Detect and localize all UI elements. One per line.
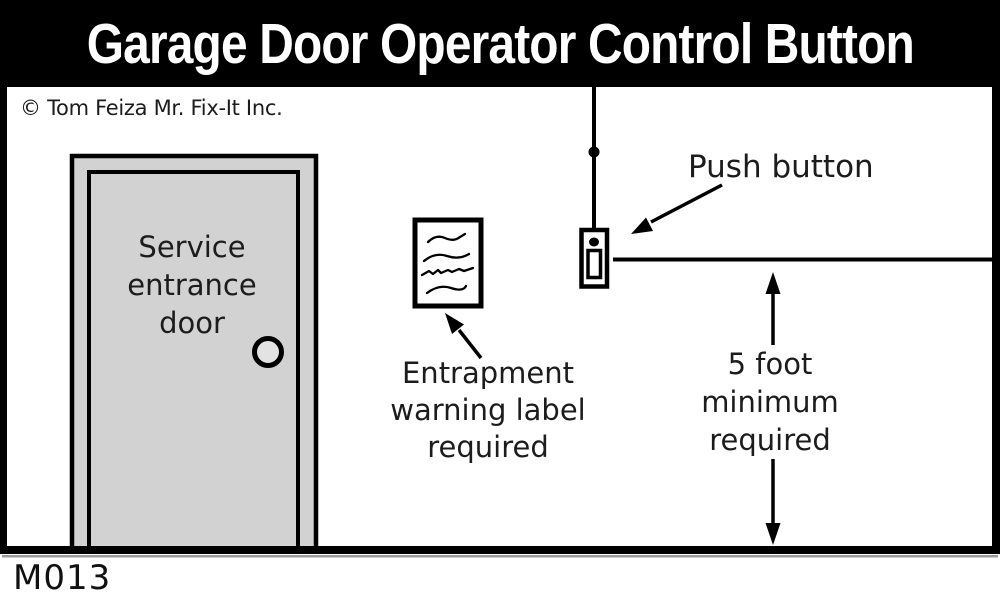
push-button-arrow	[631, 183, 723, 234]
service-door-label: Service entrance door	[92, 228, 292, 342]
service-door-label-line2: entrance	[127, 268, 257, 302]
entrapment-warning-label: Entrapment warning label required	[368, 355, 608, 466]
push-button-switch	[586, 248, 603, 280]
wire-junction-dot	[588, 146, 600, 158]
service-door-label-line3: door	[159, 306, 225, 340]
clearance-label: 5 foot minimum required	[670, 345, 870, 459]
diagram-frame	[0, 80, 1000, 558]
clearance-label-line1: 5 foot	[727, 347, 813, 381]
title-bar: Garage Door Operator Control Button	[0, 0, 1000, 87]
copyright-text: © Tom Feiza Mr. Fix-It Inc.	[20, 96, 283, 120]
warning-label-arrow	[445, 313, 483, 360]
clearance-arrow	[765, 272, 781, 545]
diagram-title: Garage Door Operator Control Button	[86, 11, 914, 76]
door-knob-icon	[252, 336, 284, 368]
entrapment-label-line1: Entrapment	[401, 356, 575, 390]
clearance-label-line3: required	[709, 423, 831, 457]
push-button-light	[589, 237, 599, 247]
figure-code: M013	[13, 558, 112, 597]
push-button-icon	[579, 227, 610, 289]
push-button-label: Push button	[688, 149, 874, 185]
service-door	[69, 153, 319, 554]
entrapment-label-line2: warning label	[390, 393, 586, 427]
entrapment-label-line3: required	[427, 430, 549, 464]
warning-label-text-squiggles	[420, 232, 475, 295]
clearance-label-line2: minimum	[701, 385, 839, 419]
frame-shadow	[2, 555, 998, 558]
wire-line	[588, 85, 600, 230]
service-door-label-line1: Service	[138, 230, 246, 264]
warning-label-icon	[412, 217, 484, 309]
warning-label-sheet	[412, 217, 484, 309]
